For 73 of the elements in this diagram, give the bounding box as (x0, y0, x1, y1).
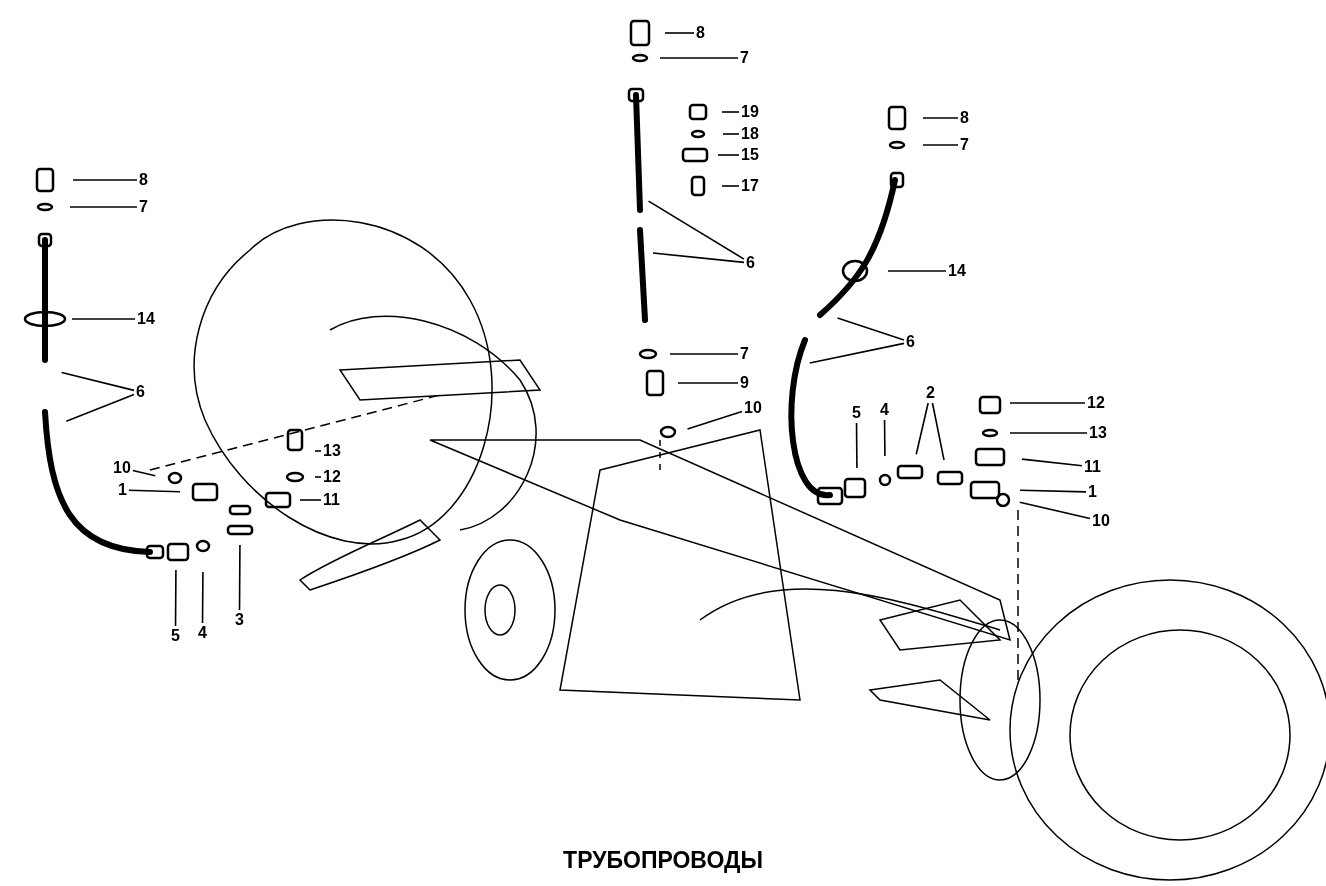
leader-line (677, 382, 739, 384)
callout-number: 5 (171, 627, 180, 645)
leader-line (922, 144, 959, 146)
leader-line (314, 450, 322, 452)
leader-line (669, 353, 739, 355)
leader-line (1019, 489, 1087, 493)
callout-number: 2 (926, 384, 935, 402)
callout-number: 19 (741, 103, 759, 121)
callout-number: 5 (852, 404, 861, 422)
leader-line (721, 111, 740, 113)
leader-line (887, 270, 947, 272)
callout-number: 6 (746, 254, 755, 272)
callout-number: 1 (118, 481, 127, 499)
leader-line (1009, 402, 1086, 404)
leader-line (883, 419, 886, 457)
callout-number: 7 (740, 345, 749, 363)
callout-number: 11 (323, 491, 340, 509)
leader-line (69, 206, 138, 208)
callout-number: 15 (741, 146, 759, 164)
callout-number: 8 (139, 171, 148, 189)
callout-number: 10 (113, 459, 131, 477)
leader-line (71, 318, 136, 320)
leader-line (855, 422, 858, 469)
callout-number: 11 (1084, 458, 1101, 476)
leader-line (128, 489, 181, 493)
callout-number: 6 (136, 383, 145, 401)
callout-number: 14 (948, 262, 966, 280)
callout-number: 9 (740, 374, 749, 392)
leader-line (201, 571, 204, 624)
leader-line (72, 179, 138, 181)
leader-line (1018, 501, 1091, 520)
callout-number: 14 (137, 310, 155, 328)
callout-number: 17 (741, 177, 759, 195)
leader-line (174, 569, 177, 627)
leader-line (659, 57, 739, 59)
leader-line (836, 317, 905, 341)
callout-number: 8 (696, 24, 705, 42)
callout-number: 7 (740, 49, 749, 67)
leader-line (664, 32, 695, 34)
leader-line (299, 499, 322, 501)
callout-number: 3 (235, 611, 244, 629)
leader-line (132, 469, 157, 477)
leader-line (915, 402, 929, 456)
leader-line (238, 544, 241, 611)
leader-line (721, 185, 740, 187)
caption: ТРУБОПРОВОДЫ (563, 846, 763, 874)
leader-line (314, 476, 322, 478)
leader-line (722, 133, 740, 135)
callout-number: 1 (1088, 483, 1097, 501)
leader-line (1009, 432, 1088, 434)
leader-line (647, 200, 745, 260)
callout-number: 12 (1087, 394, 1105, 412)
callout-number: 7 (960, 136, 969, 154)
callout-number: 10 (1092, 512, 1110, 530)
callout-number: 4 (198, 624, 207, 642)
callout-number: 7 (139, 198, 148, 216)
leader-line (922, 117, 959, 119)
callout-number: 12 (323, 468, 341, 486)
callout-number: 13 (323, 442, 341, 460)
callout-number: 10 (744, 399, 762, 417)
leader-line (1021, 458, 1083, 467)
leader-line (65, 393, 135, 423)
leader-line (686, 410, 743, 430)
leader-line (652, 252, 745, 264)
leader-line (931, 402, 945, 461)
callout-number: 6 (906, 333, 915, 351)
leader-line (717, 154, 740, 156)
callout-number: 4 (880, 401, 889, 419)
callout-number: 8 (960, 109, 969, 127)
leader-line (60, 371, 135, 392)
callout-number: 13 (1089, 424, 1107, 442)
callout-number: 18 (741, 125, 759, 143)
leader-line (809, 342, 905, 364)
